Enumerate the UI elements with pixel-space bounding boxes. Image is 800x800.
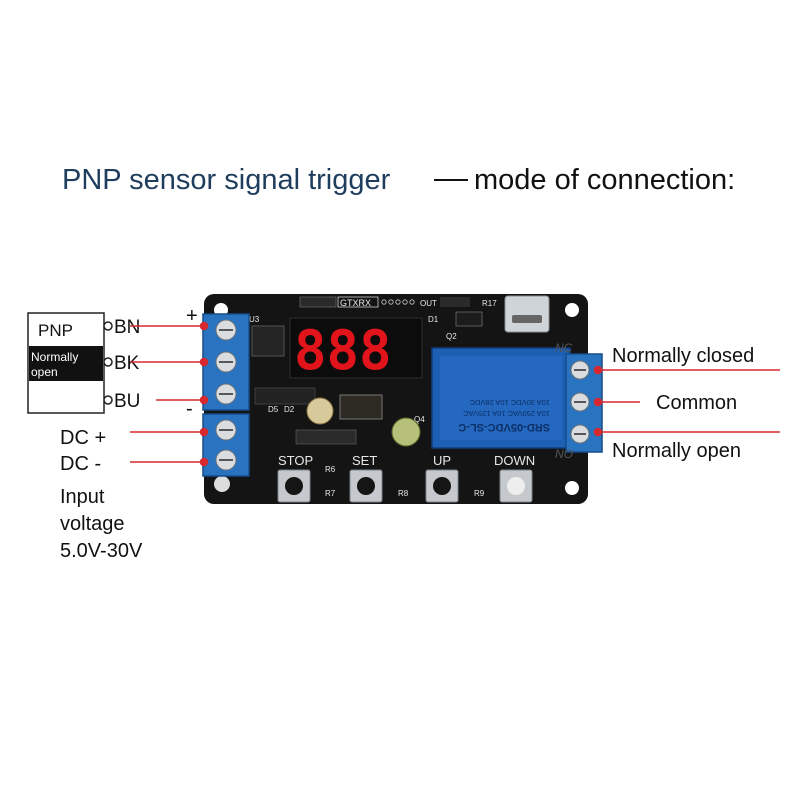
seven-segment-display xyxy=(289,317,423,379)
input-voltage-line1: Input xyxy=(60,486,105,508)
capacitor-left xyxy=(306,397,334,425)
label-normally-closed: Normally closed xyxy=(612,345,754,367)
pnp-sensor: PNP Normally open xyxy=(27,312,105,414)
wire-bk-end xyxy=(199,357,209,367)
sensor-mode-line1: Normally xyxy=(31,350,78,364)
wire-bu-end xyxy=(199,395,209,405)
relay-board: GTXRX OUT U3 D1 Q2 R17 D5 D2 Q4 R6 R7 R8… xyxy=(204,294,588,504)
silk-d5: D5 xyxy=(268,405,279,414)
input-voltage-line2: voltage xyxy=(60,513,125,535)
diode-d1 xyxy=(455,311,483,327)
relay-rating-2: 10A 30VDC 10A 28VDC xyxy=(469,398,550,407)
z-logo-mark xyxy=(214,476,230,492)
sensor-mode-line2: open xyxy=(31,365,58,379)
uart-header xyxy=(337,296,379,308)
button-stop[interactable] xyxy=(277,469,311,503)
display-digits: 888 xyxy=(294,319,392,382)
inductor xyxy=(339,394,383,420)
smd-part xyxy=(440,297,470,307)
silk-q2: Q2 xyxy=(446,332,457,341)
wire-dc-plus-end xyxy=(199,427,209,437)
regulator-chip xyxy=(251,325,285,357)
screw-terminal xyxy=(570,360,590,380)
smd-components xyxy=(254,387,316,405)
button-down[interactable] xyxy=(499,469,533,503)
wire-label-bk: BK xyxy=(114,353,140,374)
terminal-bk-ring xyxy=(103,357,113,367)
wire-dc-minus-end xyxy=(199,457,209,467)
capacitor-right xyxy=(391,417,421,447)
relay-rating-1: 10A 250VAC 10A 125VAC xyxy=(463,409,550,418)
button-label-set: SET xyxy=(352,453,377,468)
dc-minus-label: DC - xyxy=(60,453,101,475)
screw-terminal xyxy=(570,424,590,444)
out-silk: OUT xyxy=(420,299,437,308)
sensor-terminal-block xyxy=(202,313,250,411)
button-label-stop: STOP xyxy=(278,453,313,468)
silk-d2: D2 xyxy=(284,405,295,414)
silk-r9: R9 xyxy=(474,489,485,498)
terminal-bu-ring xyxy=(103,395,113,405)
dc-plus-label: DC + xyxy=(60,427,106,449)
pad-row xyxy=(381,299,415,305)
sensor-label: PNP xyxy=(38,321,73,340)
label-normally-open: Normally open xyxy=(612,440,741,462)
wire-label-bn: BN xyxy=(114,317,140,338)
silk-r8: R8 xyxy=(398,489,409,498)
button-label-down: DOWN xyxy=(494,453,535,468)
smd-row xyxy=(295,429,357,445)
input-voltage-line3: 5.0V-30V xyxy=(60,540,143,562)
relay-label: SRD-05VDC-SL-C 10A 250VAC 10A 125VAC 10A… xyxy=(458,398,550,433)
usb-connector xyxy=(504,295,550,333)
screw-terminal xyxy=(570,392,590,412)
screw-terminal xyxy=(215,383,237,405)
silk-r17: R17 xyxy=(482,299,497,308)
no-tag: NO xyxy=(555,447,573,461)
relay-face xyxy=(440,356,562,440)
silk-d1: D1 xyxy=(428,315,439,324)
wire-bn-end xyxy=(199,321,209,331)
mount-hole xyxy=(565,481,579,495)
silk-r6: R6 xyxy=(325,465,336,474)
silk-u3: U3 xyxy=(249,315,260,324)
terminal-bn-ring xyxy=(103,321,113,331)
relay-model: SRD-05VDC-SL-C xyxy=(458,421,550,433)
title-part1: PNP sensor signal trigger xyxy=(62,164,391,196)
wire-label-bu: BU xyxy=(114,391,140,412)
nc-tag: NC xyxy=(555,341,573,355)
screw-terminal xyxy=(215,419,237,441)
button-set[interactable] xyxy=(349,469,383,503)
usb-slot xyxy=(512,315,542,323)
power-terminal-block xyxy=(202,413,250,477)
label-common: Common xyxy=(656,392,737,414)
title-part2: mode of connection: xyxy=(474,164,735,196)
mount-hole xyxy=(565,303,579,317)
pin-header xyxy=(299,296,337,308)
screw-terminal xyxy=(215,351,237,373)
button-label-up: UP xyxy=(433,453,451,468)
sensor-mode-band xyxy=(29,346,103,381)
header-silk: GTXRX xyxy=(340,298,371,308)
silk-r7: R7 xyxy=(325,489,336,498)
screw-terminal xyxy=(215,449,237,471)
plus-mark: + xyxy=(186,305,198,327)
silk-q4: Q4 xyxy=(414,415,425,424)
minus-mark: - xyxy=(186,398,193,420)
screw-terminal xyxy=(215,319,237,341)
button-up[interactable] xyxy=(425,469,459,503)
